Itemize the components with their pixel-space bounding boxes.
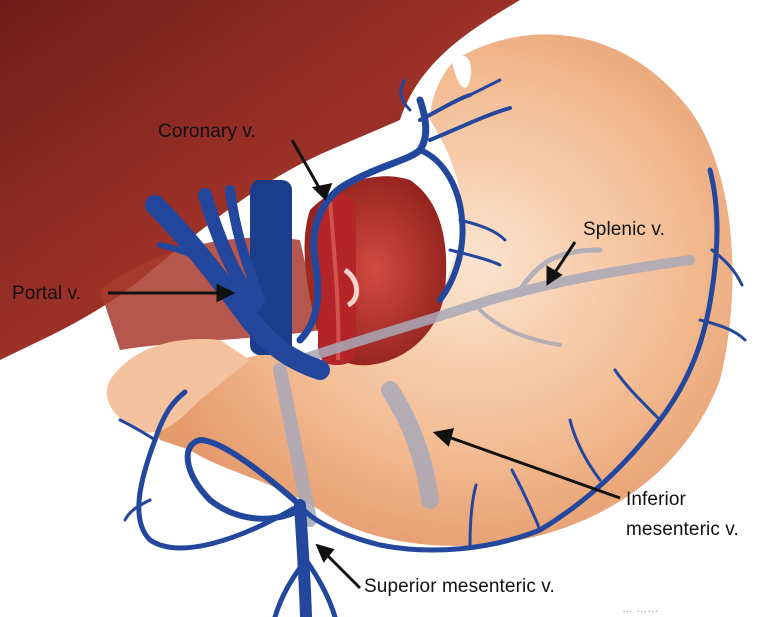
coronary-vein-label: Coronary v. [158, 121, 256, 142]
inferior-label-line-1: Inferior [626, 489, 686, 510]
inferior-label-line-2: mesenteric v. [626, 519, 739, 540]
blue-veins [118, 78, 747, 617]
inferior-arrowhead [432, 428, 455, 447]
inferior-leader-line [439, 432, 621, 500]
splenic-arrowhead [546, 265, 563, 286]
inferior-mesenteric-vein-label: Inferior mesenteric v. [626, 485, 739, 545]
leader-lines [108, 139, 621, 590]
superior-mesenteric-vein-label: Superior mesenteric v. [364, 576, 555, 597]
portal-vein-label: Portal v. [12, 283, 82, 304]
coronary-arrowhead [311, 182, 333, 201]
portal-arrowhead [216, 283, 236, 303]
inferior-vena-cava [250, 180, 292, 355]
watermark: … …… [622, 603, 659, 615]
pale-veins [273, 247, 695, 527]
duodenum [106, 339, 250, 433]
splenic-vein-label: Splenic v. [583, 219, 665, 240]
superior-arrowhead [315, 543, 335, 563]
